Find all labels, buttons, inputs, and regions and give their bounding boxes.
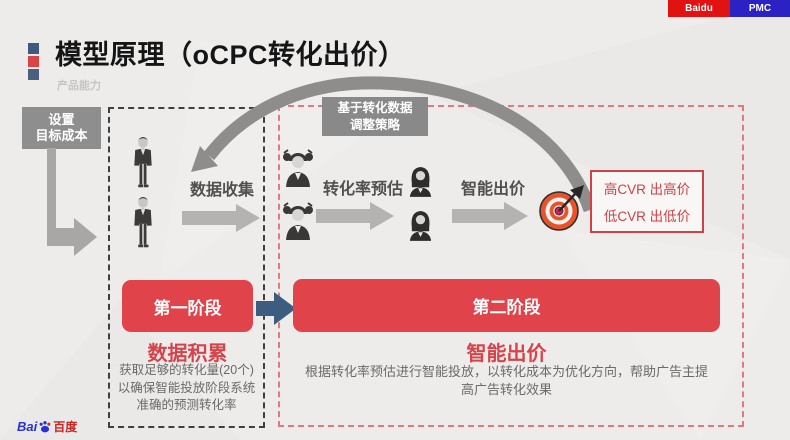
- stage1-desc-line2: 以确保智能投放阶段系统: [117, 380, 256, 395]
- setup-target-cost-box: 设置 目标成本: [22, 107, 101, 149]
- step-label-data-collection: 数据收集: [189, 182, 254, 199]
- dark-woman-icon: [409, 211, 432, 241]
- elbow-arrow-icon: [47, 148, 97, 256]
- businessman-icon: [134, 197, 152, 248]
- cvr-rule-low: 低CVR 出低价: [603, 208, 691, 224]
- stage2-desc-line1: 根据转化率预估进行智能投放，以转化成本为优化方向，帮助广告主提: [304, 364, 708, 379]
- cvr-rule-high: 高CVR 出高价: [603, 182, 691, 198]
- title-bullet-blue-top: [28, 43, 39, 54]
- dark-woman-icon: [409, 167, 432, 197]
- flow-arrow-icon: [452, 202, 528, 230]
- stage2-description: 根据转化率预估进行智能投放，以转化成本为优化方向，帮助广告主提 高广告转化效果: [298, 363, 715, 399]
- page-subtitle: 产品能力: [57, 80, 101, 92]
- callout-line1: 基于转化数据: [337, 101, 413, 116]
- title-bullet-red: [28, 56, 39, 67]
- baidu-logo: Bai 百度: [17, 418, 77, 435]
- stage1-badge: 第一阶段: [122, 280, 253, 332]
- page-title: 模型原理（oCPC转化出价）: [55, 40, 406, 70]
- pigtail-woman-icon: [283, 202, 313, 240]
- baidu-logo-latin: Bai: [17, 419, 38, 434]
- stage1-dashed-frame: [108, 107, 265, 428]
- title-bullet-blue-bottom: [28, 69, 39, 80]
- feedback-callout-box: 基于转化数据 调整策略: [322, 97, 428, 136]
- stage1-desc-line1: 获取足够的转化量(20个): [119, 363, 254, 377]
- flow-arrow-icon: [316, 202, 394, 230]
- step-label-smart-bidding: 智能出价: [460, 181, 525, 198]
- baidu-logo-cn: 百度: [53, 420, 78, 434]
- flow-arrow-icon: [182, 204, 260, 232]
- stage-transition-arrow-icon: [256, 292, 296, 325]
- setup-box-line1: 设置: [48, 111, 75, 127]
- callout-line2: 调整策略: [349, 117, 400, 132]
- cvr-rule-box: 高CVR 出高价 低CVR 出低价: [590, 170, 704, 233]
- stage2-badge: 第二阶段: [293, 279, 720, 332]
- target-icon: [539, 185, 584, 231]
- stage1-description: 获取足够的转化量(20个) 以确保智能投放阶段系统 准确的预测转化率: [102, 362, 271, 415]
- stage2-title: 智能出价: [466, 343, 547, 365]
- stage1-title: 数据积累: [147, 343, 228, 365]
- brand-tab-baidu: Baidu: [668, 0, 730, 17]
- step-label-cvr-prediction: 转化率预估: [322, 181, 403, 198]
- stage1-desc-line3: 准确的预测转化率: [136, 398, 237, 412]
- pigtail-woman-icon: [283, 149, 313, 187]
- setup-box-line2: 目标成本: [35, 128, 88, 143]
- stage2-desc-line2: 高广告转化效果: [460, 382, 552, 398]
- brand-tab-pmc: PMC: [730, 0, 790, 17]
- paw-icon: [39, 420, 51, 432]
- businessman-icon: [134, 137, 152, 188]
